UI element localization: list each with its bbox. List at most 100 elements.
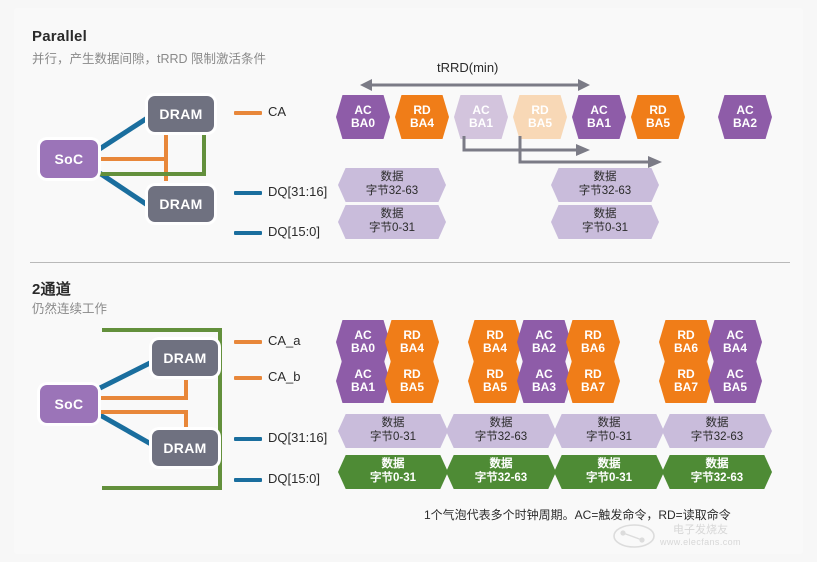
- hex-line-2: BA5: [482, 380, 507, 394]
- data-line-2: 字节32-63: [365, 185, 419, 197]
- hex-line-1: AC: [354, 367, 372, 382]
- hex-line-1: RD: [677, 367, 695, 382]
- wire-green-vertical: [202, 129, 206, 176]
- data-line-1: 数据: [380, 171, 404, 184]
- hex-line-2: BA7: [580, 380, 605, 394]
- bottom-command-hex-a3: AC BA2: [517, 320, 571, 364]
- data-line-1: 数据: [597, 417, 621, 430]
- bottom-command-hex-b0: AC BA1: [336, 359, 390, 403]
- top-legend-label-dq-high: DQ[31:16]: [268, 184, 328, 199]
- bottom-data-upper-2: 数据 字节0-31: [554, 414, 664, 448]
- bottom-section-subtitle: 仍然连续工作: [32, 302, 108, 316]
- bottom-command-hex-a1: RD BA4: [385, 320, 439, 364]
- hex-line-1: RD: [584, 328, 602, 343]
- hex-line-1: AC: [736, 103, 754, 118]
- hex-line-2: BA4: [409, 116, 434, 130]
- bottom-legend-swatch-dq-low: [234, 478, 262, 482]
- bottom-data-lower-3: 数据 字节32-63: [662, 455, 772, 489]
- hex-line-2: BA0: [350, 116, 375, 130]
- bottom-legend-label-dq-low: DQ[15:0]: [268, 471, 321, 486]
- data-line-2: 字节32-63: [474, 431, 528, 443]
- bottom-legend-swatch-ca-a: [234, 340, 262, 344]
- hex-line-2: BA4: [482, 341, 507, 355]
- bottom-legend-swatch-dq-high: [234, 437, 262, 441]
- bottom-data-lower-0: 数据 字节0-31: [338, 455, 448, 489]
- hex-line-1: AC: [535, 328, 553, 343]
- bottom-data-upper-3: 数据 字节32-63: [662, 414, 772, 448]
- hex-line-2: BA5: [527, 116, 552, 130]
- watermark-logo-icon: [613, 524, 655, 548]
- top-block-diagram-wires: [96, 112, 154, 211]
- watermark-brand: 电子发烧友: [672, 524, 728, 536]
- hex-line-1: AC: [590, 103, 608, 118]
- bottom-command-hex-b3: AC BA3: [517, 359, 571, 403]
- data-line-2: 字节0-31: [581, 222, 629, 234]
- data-line-1: 数据: [705, 417, 729, 430]
- hex-line-1: AC: [726, 328, 744, 343]
- top-legend-swatch-ca: [234, 111, 262, 115]
- bottom-legend-label-ca-a: CA_a: [268, 333, 301, 348]
- trrd-double-arrow: [360, 79, 590, 91]
- watermark: 电子发烧友 www.elecfans.com: [613, 521, 741, 548]
- bottom-command-hex-a6: AC BA4: [708, 320, 762, 364]
- top-soc-block: SoC: [40, 140, 98, 178]
- bottom-legend-label-dq-high: DQ[31:16]: [268, 430, 328, 445]
- wire-dq-upper: [98, 359, 154, 391]
- top-legend-label-dq-low: DQ[15:0]: [268, 224, 321, 239]
- top-legend-swatch-dq-high: [234, 191, 262, 195]
- top-legend-swatch-dq-low: [234, 231, 262, 235]
- data-line-2: 字节0-31: [585, 431, 633, 443]
- hex-line-1: RD: [486, 328, 504, 343]
- hex-line-2: BA4: [722, 341, 747, 355]
- hex-line-2: BA2: [531, 341, 556, 355]
- top-command-hex-5: RD BA5: [631, 95, 685, 139]
- hex-line-1: RD: [413, 103, 431, 118]
- bottom-command-hex-a0: AC BA0: [336, 320, 390, 364]
- hex-line-2: BA7: [673, 380, 698, 394]
- top-dram-block-1: DRAM: [148, 96, 214, 132]
- watermark-url: www.elecfans.com: [660, 537, 741, 547]
- data-line-1: 数据: [593, 208, 617, 221]
- bottom-dram-block-1: DRAM: [152, 340, 218, 376]
- figure-caption: 1个气泡代表多个时钟周期。AC=触发命令，RD=读取命令: [424, 508, 731, 522]
- data-line-1: 数据: [489, 458, 513, 471]
- section-divider: [30, 262, 790, 263]
- hex-line-1: AC: [354, 103, 372, 118]
- top-section-title: Parallel: [32, 28, 87, 45]
- bottom-legend-swatch-ca-b: [234, 376, 262, 380]
- data-line-2: 字节32-63: [690, 472, 744, 484]
- hex-line-1: RD: [677, 328, 695, 343]
- bottom-dram-block-2: DRAM: [152, 430, 218, 466]
- bottom-data-upper-0: 数据 字节0-31: [338, 414, 448, 448]
- data-line-1: 数据: [705, 458, 729, 471]
- bottom-command-hex-a2: RD BA4: [468, 320, 522, 364]
- hex-line-2: BA6: [673, 341, 698, 355]
- bottom-command-hex-b4: RD BA7: [566, 359, 620, 403]
- wire-ca-vertical: [164, 129, 168, 181]
- wire-ca-a: [100, 380, 188, 400]
- dependency-arrows: [462, 136, 662, 168]
- bottom-data-lower-1: 数据 字节32-63: [446, 455, 556, 489]
- data-line-2: 字节0-31: [585, 472, 633, 484]
- top-command-hex-3: RD BA5: [513, 95, 567, 139]
- bottom-command-hex-b2: RD BA5: [468, 359, 522, 403]
- top-command-hex-2: AC BA1: [454, 95, 508, 139]
- bottom-command-hex-b6: AC BA5: [708, 359, 762, 403]
- hex-line-2: BA5: [645, 116, 670, 130]
- hex-line-1: RD: [486, 367, 504, 382]
- hex-line-1: AC: [726, 367, 744, 382]
- hex-line-2: BA3: [531, 380, 556, 394]
- data-line-2: 字节0-31: [369, 431, 417, 443]
- top-command-hex-0: AC BA0: [336, 95, 390, 139]
- bottom-soc-block: SoC: [40, 385, 98, 423]
- wire-dq-upper: [96, 112, 154, 153]
- hex-line-1: RD: [403, 367, 421, 382]
- top-legend-label-ca: CA: [268, 104, 287, 119]
- hex-line-2: BA2: [732, 116, 757, 130]
- bottom-command-hex-a5: RD BA6: [659, 320, 713, 364]
- trrd-label: tRRD(min): [437, 60, 499, 75]
- hex-line-2: BA1: [350, 380, 375, 394]
- top-command-hex-6: AC BA2: [718, 95, 772, 139]
- hex-line-1: RD: [403, 328, 421, 343]
